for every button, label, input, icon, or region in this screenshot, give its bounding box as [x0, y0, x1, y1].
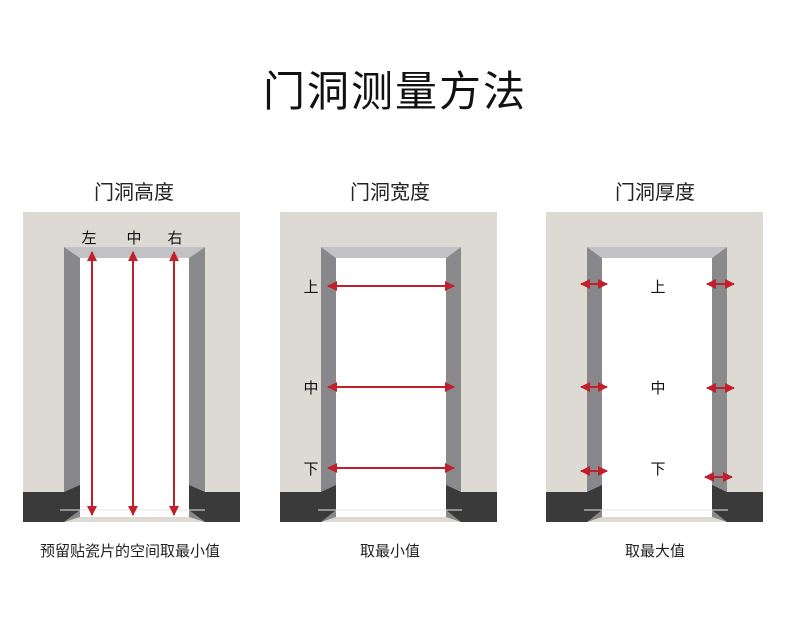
panel-title-height: 门洞高度 [94, 180, 174, 204]
caption-thickness: 取最大值 [624, 542, 685, 560]
label-bottom: 下 [303, 460, 318, 478]
caption-height: 预留贴瓷片的空间取最小值 [39, 542, 220, 560]
label-top: 上 [303, 278, 318, 296]
panel-title-width: 门洞宽度 [350, 180, 430, 204]
label-right: 右 [167, 229, 182, 247]
door-height-diagram: 左 中 右 [23, 212, 240, 522]
panel-title-thickness: 门洞厚度 [615, 180, 695, 204]
frame-top [64, 247, 205, 258]
frame-right [189, 247, 205, 522]
frame-top [321, 247, 461, 258]
baseboard-left [546, 485, 602, 522]
frame-right [446, 247, 461, 522]
frame-right [712, 247, 727, 522]
door-width-diagram: 上 中 下 [280, 212, 497, 522]
caption-width: 取最小值 [359, 542, 420, 560]
baseboard-right [712, 485, 763, 522]
label-bottom: 下 [650, 460, 665, 478]
baseboard-right [189, 485, 240, 522]
frame-left [321, 247, 336, 522]
door-opening [80, 258, 189, 517]
baseboard-right [446, 485, 497, 522]
frame-left [64, 247, 80, 522]
door-thickness-diagram: 上 中 下 [546, 212, 763, 522]
label-top: 上 [650, 278, 665, 296]
baseboard-left [23, 485, 80, 522]
baseboard-left [280, 485, 336, 522]
label-middle: 中 [303, 379, 318, 397]
page-title: 门洞测量方法 [262, 67, 527, 116]
frame-top [587, 247, 727, 258]
frame-left [587, 247, 602, 522]
door-opening [602, 258, 712, 517]
label-left: 左 [81, 229, 96, 247]
label-middle: 中 [650, 379, 665, 397]
label-center: 中 [126, 229, 141, 247]
